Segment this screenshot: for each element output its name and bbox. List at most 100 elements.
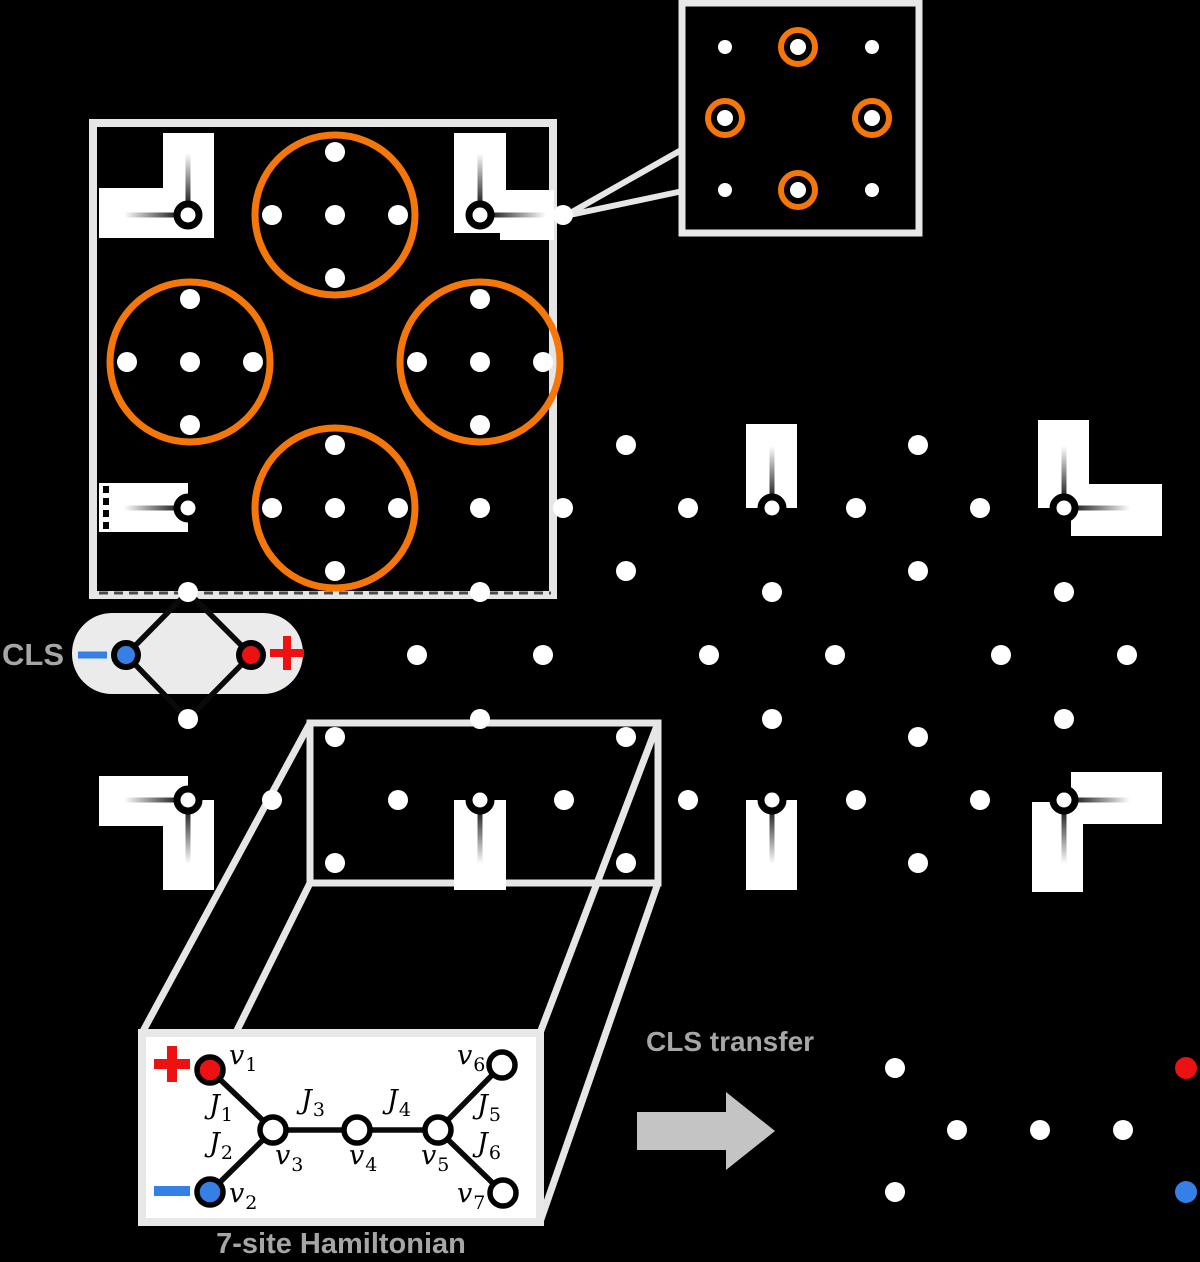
fading-tick-line: [124, 797, 180, 803]
junction-node: [465, 200, 495, 230]
lattice-dot: [407, 352, 427, 372]
graph-node-v3: [257, 1114, 289, 1146]
lattice-dot: [262, 498, 282, 518]
fading-tick-line: [185, 153, 191, 207]
junction-node: [757, 493, 787, 523]
lattice-dot: [1117, 645, 1137, 665]
lattice-dot: [553, 205, 573, 225]
lattice-dot: [470, 415, 490, 435]
lattice-dot: [243, 352, 263, 372]
transferred-lattice-dot: [947, 1120, 967, 1140]
lattice-dot: [325, 205, 345, 225]
graph-node-v6: [486, 1049, 518, 1081]
fading-tick-line: [769, 446, 775, 500]
hamiltonian-title: 7-site Hamiltonian: [216, 1228, 466, 1260]
lattice-dot: [180, 352, 200, 372]
junction-flag: [1032, 802, 1083, 892]
coupling-label-J2: J2: [209, 1128, 233, 1164]
cls-highlight-circle: [396, 278, 564, 446]
site-label-v3: v3: [275, 1140, 304, 1176]
site-label-v4: v4: [349, 1140, 378, 1176]
inset-corner-dot: [865, 40, 879, 54]
projection-line: [536, 881, 662, 1224]
lattice-dot: [699, 645, 719, 665]
inset-orange-ring: [852, 98, 892, 138]
lattice-dot: [554, 790, 574, 810]
junction-node: [173, 785, 203, 815]
cls-label: CLS: [2, 637, 64, 672]
inset-callout-line: [564, 188, 684, 219]
inset-center-site-dot: [790, 39, 806, 55]
lattice-dot: [678, 790, 698, 810]
main-lattice-box: [89, 119, 557, 599]
lattice-dot: [908, 853, 928, 873]
cls-minus-site: [111, 640, 141, 670]
junction-node: [757, 785, 787, 815]
site-label-v7: v7: [457, 1178, 486, 1214]
lattice-dot: [180, 415, 200, 435]
lattice-dot: [325, 853, 345, 873]
lattice-dot: [846, 498, 866, 518]
cls-pill: [72, 613, 303, 694]
site-label-v1: v1: [229, 1040, 258, 1076]
lattice-dot: [388, 498, 408, 518]
lattice-dot: [970, 498, 990, 518]
lattice-dot: [325, 727, 345, 747]
transferred-lattice-dot: [885, 1182, 905, 1202]
lattice-dot: [908, 561, 928, 581]
lattice-dot: [825, 645, 845, 665]
lattice-dot: [616, 853, 636, 873]
fading-tick-line: [477, 808, 483, 864]
cls-highlight-circle: [106, 278, 274, 446]
fading-tick-line: [1061, 808, 1067, 864]
cls-plus-site: [236, 640, 266, 670]
lattice-dot: [970, 790, 990, 810]
cls-highlight-circle: [251, 424, 419, 592]
coupling-label-J3: J3: [301, 1085, 325, 1121]
fading-tick-line: [769, 808, 775, 864]
lattice-dot: [908, 727, 928, 747]
inset-orange-ring: [778, 27, 818, 67]
lattice-dot: [678, 498, 698, 518]
lattice-dot: [616, 727, 636, 747]
lattice-dot: [1054, 582, 1074, 602]
coupling-label-J5: J5: [477, 1090, 501, 1126]
lattice-dot: [470, 582, 490, 602]
lattice-dot: [470, 498, 490, 518]
lattice-dot: [407, 645, 427, 665]
fading-tick-line: [1072, 797, 1130, 803]
fading-tick-line: [477, 153, 483, 207]
coupling-label-J1: J1: [209, 1090, 233, 1126]
site-label-v6: v6: [457, 1040, 486, 1076]
lattice-dot: [325, 435, 345, 455]
fading-tick-line: [488, 212, 546, 218]
lattice-dot: [325, 561, 345, 581]
junction-node: [1049, 493, 1079, 523]
lattice-dot: [908, 435, 928, 455]
transferred-lattice-dot: [1113, 1120, 1133, 1140]
lattice-dot: [262, 205, 282, 225]
graph-node-v4: [341, 1114, 373, 1146]
transferred-lattice-dot: [1030, 1120, 1050, 1140]
site-label-v5: v5: [421, 1140, 450, 1176]
lattice-dot: [470, 352, 490, 372]
inset-corner-dot: [865, 183, 879, 197]
inset-orange-ring: [778, 170, 818, 210]
fading-tick-line: [1072, 505, 1130, 511]
site-label-v2: v2: [229, 1178, 258, 1214]
cls-highlight-circle: [251, 131, 419, 299]
fading-tick-line: [124, 212, 180, 218]
transferred-plus-site: [1175, 1057, 1197, 1079]
inset-callout-line: [563, 146, 685, 219]
lattice-dot: [762, 582, 782, 602]
lattice-dot: [553, 498, 573, 518]
transferred-lattice-dot: [885, 1058, 905, 1078]
junction-node: [173, 200, 203, 230]
lattice-dot: [117, 352, 137, 372]
transferred-minus-site: [1175, 1181, 1197, 1203]
fading-tick-line: [1061, 446, 1067, 500]
lattice-dot: [325, 142, 345, 162]
inset-corner-dot: [718, 40, 732, 54]
